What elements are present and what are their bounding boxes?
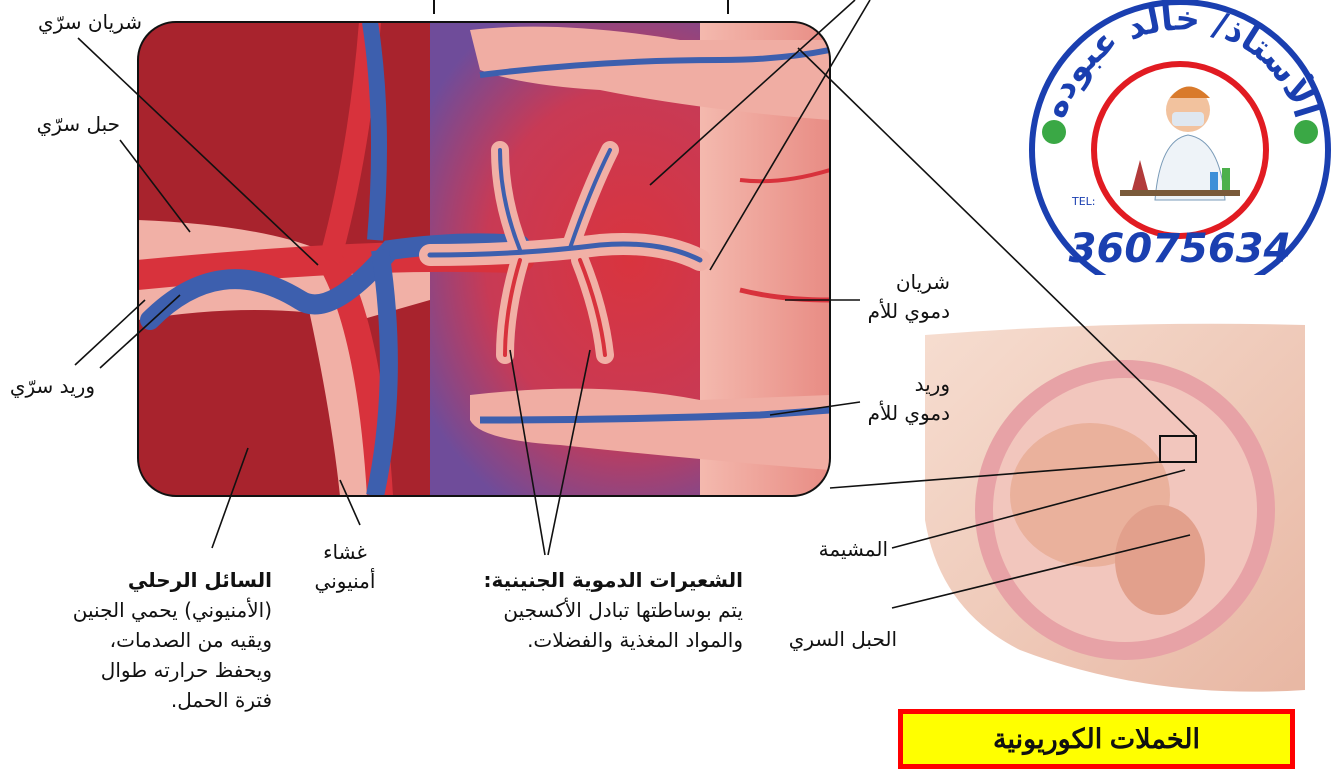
chorionic-villi-title-box: الخملات الكوريونية (898, 709, 1295, 769)
maternal-artery-line1: شريان (868, 268, 950, 297)
fetal-capillaries-heading: الشعيرات الدموية الجنينية: (458, 565, 743, 595)
fetal-capillaries-body: يتم بوساطتها تبادل الأكسجين والمواد المغ… (458, 595, 743, 655)
amniotic-fluid-heading: السائل الرحلي (128, 568, 272, 592)
amnion-line1: غشاء (300, 538, 390, 567)
maternal-artery-line2: دموي للأم (868, 297, 950, 326)
maternal-artery-label: شريان دموي للأم (868, 268, 950, 326)
umbilical-artery-label: شريان سرّي (38, 8, 142, 37)
svg-text:36075634: 36075634 (1069, 226, 1292, 272)
amnion-label: غشاء أمنيوني (300, 538, 390, 596)
amniotic-fluid-body: (الأمنيوني) يحمي الجنين ويقيه من الصدمات… (73, 598, 272, 712)
placenta-label: المشيمة (819, 535, 888, 564)
maternal-vein-label: وريد دموي للأم (868, 370, 950, 428)
svg-text:TEL:: TEL: (1071, 195, 1096, 208)
page-title: الخملات الكوريونية (993, 724, 1200, 755)
fetus-in-womb-image (925, 324, 1305, 692)
umbilical-vein-label: وريد سرّي (10, 372, 95, 401)
maternal-vein-line1: وريد (868, 370, 950, 399)
maternal-vein-line2: دموي للأم (868, 399, 950, 428)
amniotic-fluid-label: السائل الرحلي (الأمنيوني) يحمي الجنين وي… (62, 565, 272, 715)
villi-closeup (138, 22, 830, 496)
amnion-line2: أمنيوني (300, 567, 390, 596)
fetal-capillaries-label: الشعيرات الدموية الجنينية: يتم بوساطتها … (458, 565, 743, 655)
umbilical-cord-label: حبل سرّي (37, 110, 120, 139)
umbilical-cord-fetus-label: الحبل السري (789, 625, 897, 654)
teacher-stamp-logo: الأستاذ/ خالد عبوده 36075634 TEL: (1020, 0, 1340, 275)
